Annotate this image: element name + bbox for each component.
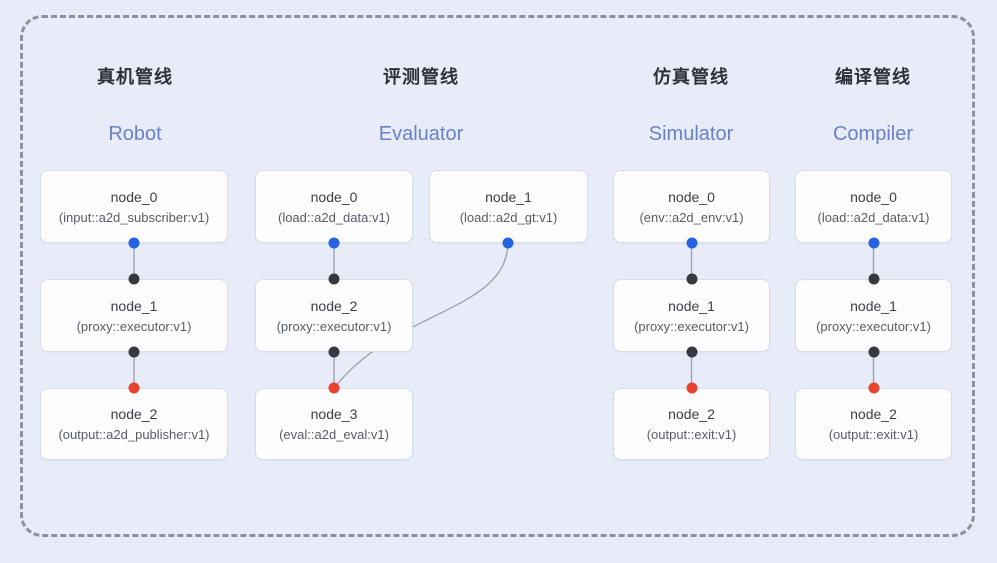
node-compiler-node2: node_2 (output::exit:v1) [795,388,952,460]
input-port-dot [328,382,340,394]
node-robot-node0: node_0 (input::a2d_subscriber:v1) [40,170,228,243]
output-port-dot [502,237,514,249]
node-type: (proxy::executor:v1) [76,318,192,334]
input-port-dot [686,382,697,394]
dashed-frame [20,15,975,537]
node-name: node_1 [110,297,158,314]
output-port-dot [128,346,140,358]
node-type: (load::a2d_data:v1) [817,209,930,225]
input-port-dot [868,273,879,285]
output-port-dot [868,237,879,249]
output-port-dot [686,237,697,249]
node-name: node_2 [110,406,158,422]
node-evaluator-node2: node_2 (proxy::executor:v1) [255,279,413,352]
node-type: (output::exit:v1) [828,427,919,442]
pipeline-title-en-evaluator: Evaluator [378,123,464,145]
node-name: node_0 [668,188,715,205]
node-type: (proxy::executor:v1) [634,318,749,334]
node-robot-node2: node_2 (output::a2d_publisher:v1) [40,388,228,460]
node-simulator-node1: node_1 (proxy::executor:v1) [613,279,770,352]
node-simulator-node0: node_0 (env::a2d_env:v1) [613,170,770,243]
node-compiler-node0: node_0 (load::a2d_data:v1) [795,170,952,243]
node-name: node_3 [310,406,358,422]
node-type: (input::a2d_subscriber:v1) [58,209,210,225]
pipeline-title-en-compiler: Compiler [832,123,914,145]
input-port-dot [686,273,697,285]
input-port-dot [128,273,140,285]
node-type: (output::a2d_publisher:v1) [58,427,210,442]
output-port-dot [328,237,340,249]
node-type: (env::a2d_env:v1) [639,209,744,225]
node-type: (load::a2d_data:v1) [277,209,391,225]
pipeline-title-en-robot: Robot [108,123,162,145]
node-compiler-node1: node_1 (proxy::executor:v1) [795,279,952,352]
pipeline-title-cn-compiler: 编译管线 [835,67,911,87]
node-name: node_0 [110,188,158,205]
node-name: node_2 [668,406,715,422]
output-port-dot [686,346,697,358]
node-type: (proxy::executor:v1) [816,318,931,334]
input-port-dot [128,382,140,394]
output-port-dot [128,237,140,249]
input-port-dot [868,382,879,394]
pipeline-title-cn-simulator: 仿真管线 [653,67,729,87]
node-name: node_2 [310,297,358,314]
input-port-dot [328,273,340,285]
node-name: node_1 [668,297,715,314]
node-name: node_2 [850,406,897,422]
node-evaluator-node0: node_0 (load::a2d_data:v1) [255,170,413,243]
node-name: node_0 [310,188,358,205]
node-name: node_1 [485,188,532,205]
node-robot-node1: node_1 (proxy::executor:v1) [40,279,228,352]
node-type: (load::a2d_gt:v1) [459,209,558,225]
node-name: node_0 [850,188,897,205]
output-port-dot [868,346,879,358]
node-type: (eval::a2d_eval:v1) [279,427,389,442]
pipeline-title-cn-evaluator: 评测管线 [383,67,459,87]
pipeline-title-en-simulator: Simulator [648,123,734,145]
edge-evaluator-node1-node3 [334,242,509,388]
node-evaluator-node3: node_3 (eval::a2d_eval:v1) [255,388,413,460]
node-type: (output::exit:v1) [646,427,737,442]
node-name: node_1 [850,297,897,314]
node-simulator-node2: node_2 (output::exit:v1) [613,388,770,460]
node-type: (proxy::executor:v1) [276,318,392,334]
output-port-dot [328,346,340,358]
node-evaluator-node1: node_1 (load::a2d_gt:v1) [429,170,588,243]
pipeline-title-cn-robot: 真机管线 [97,67,173,87]
